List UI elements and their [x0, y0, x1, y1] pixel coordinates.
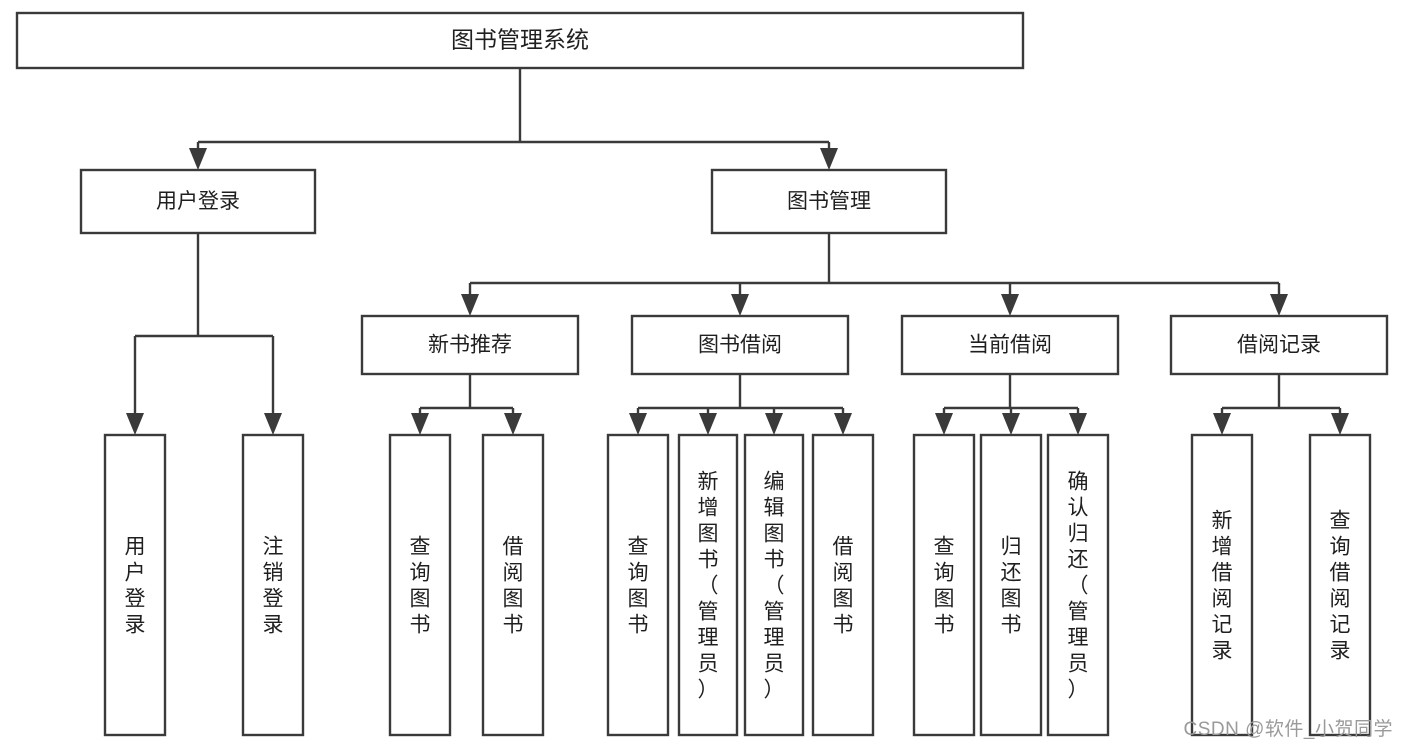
node-box — [900, 314, 1120, 376]
node-leaf-query-book-new[interactable]: 查询图书 — [388, 433, 452, 737]
arrow-head-icon — [1002, 413, 1020, 435]
node-label: 查询图书 — [628, 535, 649, 636]
node-leaf-confirm-return[interactable]: 确认归还（管理员） — [1046, 433, 1110, 737]
arrow-head-icon — [189, 148, 207, 170]
edge-group-new-book-recommend — [411, 374, 522, 435]
node-box — [15, 11, 1025, 70]
node-label: 新书推荐 — [428, 334, 512, 357]
arrow-head-icon — [411, 413, 429, 435]
node-label: 用户登录 — [156, 190, 240, 213]
node-leaf-query-borrow-record[interactable]: 查询借阅记录 — [1308, 433, 1372, 737]
node-leaf-borrow-book[interactable]: 借阅图书 — [811, 433, 875, 737]
node-borrow-record[interactable]: 借阅记录 — [1169, 314, 1389, 376]
edge-group-book-manage — [461, 233, 1288, 316]
arrow-head-icon — [820, 148, 838, 170]
edge-group-borrow-record — [1213, 374, 1349, 435]
node-leaf-add-book[interactable]: 新增图书（管理员） — [677, 433, 739, 737]
node-layer: 图书管理系统用户登录图书管理新书推荐图书借阅当前借阅借阅记录用户登录注销登录查询… — [15, 11, 1389, 737]
node-leaf-return-book[interactable]: 归还图书 — [979, 433, 1043, 737]
arrow-head-icon — [731, 294, 749, 316]
node-label: 用户登录 — [125, 535, 146, 636]
node-box — [360, 314, 580, 376]
node-box — [606, 433, 670, 737]
node-box — [743, 433, 805, 737]
arrow-head-icon — [935, 413, 953, 435]
node-box — [1308, 433, 1372, 737]
arrow-head-icon — [126, 413, 144, 435]
arrow-head-icon — [1069, 413, 1087, 435]
edge-group-user-login — [126, 233, 282, 435]
arrow-head-icon — [1213, 413, 1231, 435]
node-box — [1046, 433, 1110, 737]
arrow-head-icon — [834, 413, 852, 435]
node-box — [103, 433, 167, 737]
arrow-head-icon — [264, 413, 282, 435]
node-box — [79, 168, 317, 235]
node-box — [811, 433, 875, 737]
node-current-borrow[interactable]: 当前借阅 — [900, 314, 1120, 376]
arrow-head-icon — [1001, 294, 1019, 316]
node-box — [1190, 433, 1254, 737]
node-leaf-user-login[interactable]: 用户登录 — [103, 433, 167, 737]
node-label: 查询借阅记录 — [1330, 509, 1351, 662]
edge-group-current-borrow — [935, 374, 1087, 435]
node-leaf-logout-login[interactable]: 注销登录 — [241, 433, 305, 737]
node-box — [388, 433, 452, 737]
edge-group-root — [189, 68, 838, 170]
node-label: 图书管理系统 — [451, 27, 589, 53]
node-new-book-recommend[interactable]: 新书推荐 — [360, 314, 580, 376]
node-label: 归还图书 — [1001, 535, 1022, 636]
node-label: 图书借阅 — [698, 334, 782, 357]
edge-group-book-borrow — [629, 374, 852, 435]
node-leaf-add-borrow-record[interactable]: 新增借阅记录 — [1190, 433, 1254, 737]
node-label: 新增借阅记录 — [1212, 509, 1233, 662]
node-box — [630, 314, 850, 376]
arrow-head-icon — [1331, 413, 1349, 435]
node-box — [912, 433, 976, 737]
arrow-head-icon — [765, 413, 783, 435]
arrow-head-icon — [699, 413, 717, 435]
arrow-head-icon — [1270, 294, 1288, 316]
node-leaf-query-book-current[interactable]: 查询图书 — [912, 433, 976, 737]
node-label: 编辑图书（管理员） — [764, 470, 785, 701]
node-label: 新增图书（管理员） — [698, 470, 719, 701]
node-label: 借阅图书 — [833, 535, 854, 636]
node-root[interactable]: 图书管理系统 — [15, 11, 1025, 70]
node-label: 借阅记录 — [1237, 334, 1321, 357]
node-label: 当前借阅 — [968, 334, 1052, 357]
node-book-manage[interactable]: 图书管理 — [710, 168, 948, 235]
node-leaf-query-book-borrow[interactable]: 查询图书 — [606, 433, 670, 737]
node-box — [979, 433, 1043, 737]
node-leaf-edit-book[interactable]: 编辑图书（管理员） — [743, 433, 805, 737]
node-box — [677, 433, 739, 737]
node-leaf-borrow-book-new[interactable]: 借阅图书 — [481, 433, 545, 737]
node-box — [710, 168, 948, 235]
node-box — [1169, 314, 1389, 376]
arrow-head-icon — [504, 413, 522, 435]
node-user-login[interactable]: 用户登录 — [79, 168, 317, 235]
node-label: 借阅图书 — [503, 535, 524, 636]
node-label: 注销登录 — [263, 535, 284, 636]
node-box — [241, 433, 305, 737]
node-label: 查询图书 — [934, 535, 955, 636]
node-book-borrow[interactable]: 图书借阅 — [630, 314, 850, 376]
node-box — [481, 433, 545, 737]
arrow-head-icon — [461, 294, 479, 316]
node-label: 查询图书 — [410, 535, 431, 636]
node-label: 确认归还（管理员） — [1068, 470, 1089, 701]
node-label: 图书管理 — [787, 190, 871, 213]
arrow-head-icon — [629, 413, 647, 435]
edge-layer — [126, 68, 1349, 435]
